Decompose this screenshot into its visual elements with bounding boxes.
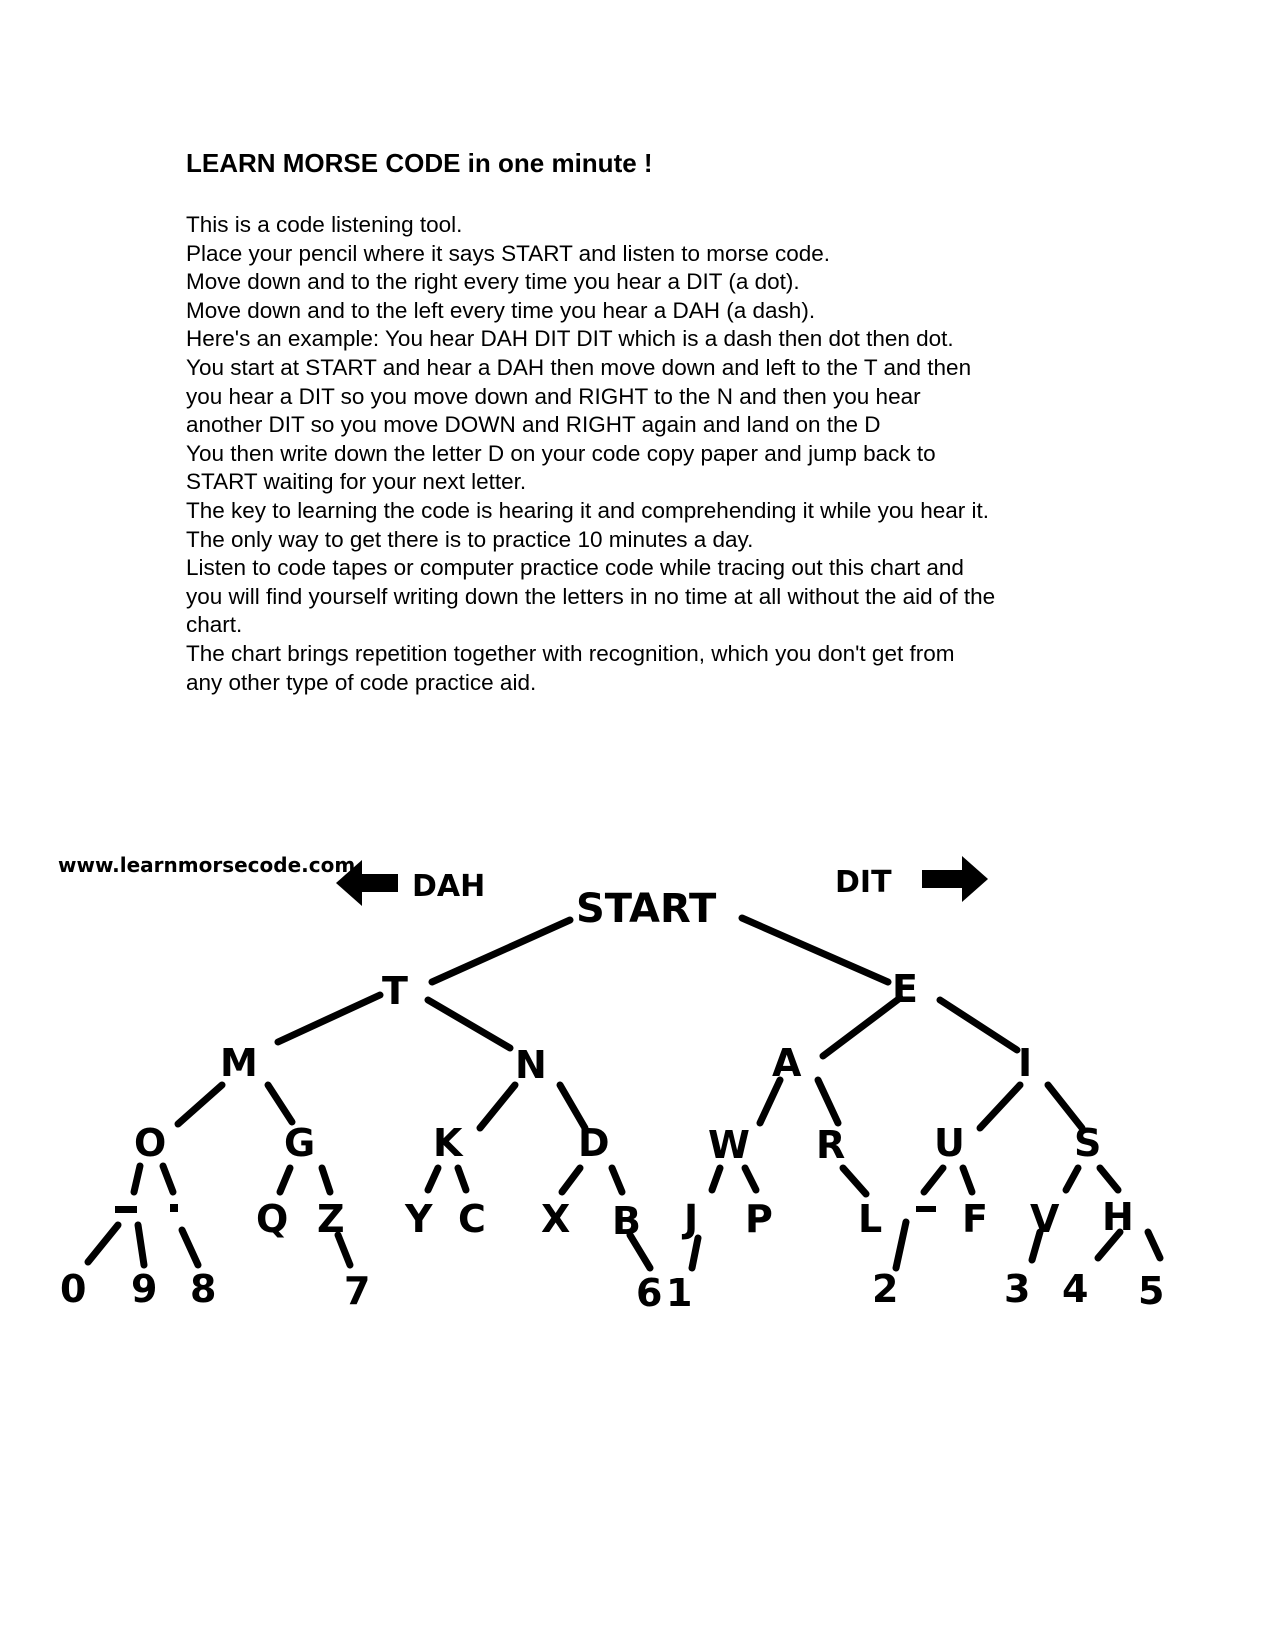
node-4: 4	[1062, 1267, 1088, 1311]
node-3: 3	[1004, 1267, 1030, 1311]
node-x: X	[541, 1197, 570, 1241]
text-line: chart.	[186, 612, 243, 638]
text-line: Here's an example: You hear DAH DIT DIT …	[186, 326, 954, 352]
node-h: H	[1102, 1195, 1134, 1239]
text-line: any other type of code practice aid.	[186, 669, 537, 695]
text-line: The only way to get there is to practice…	[186, 526, 754, 552]
node-0: 0	[60, 1267, 86, 1311]
text-line: Place your pencil where it says START an…	[186, 240, 831, 266]
node-b: B	[612, 1199, 641, 1243]
text-line: another DIT so you move DOWN and RIGHT a…	[186, 412, 881, 438]
website-label: www.learnmorsecode.com	[58, 853, 355, 877]
node-r: R	[816, 1123, 845, 1167]
morse-code-tree: www.learnmorsecode.com DAH DIT	[58, 853, 1164, 1315]
node-p: P	[745, 1197, 773, 1241]
blank-node-markers	[115, 1204, 936, 1213]
node-i: I	[1018, 1041, 1032, 1085]
text-line: you will find yourself writing down the …	[186, 583, 996, 609]
node-f: F	[962, 1197, 988, 1241]
node-5: 5	[1138, 1269, 1164, 1313]
dah-label: DAH	[412, 869, 485, 904]
node-z: Z	[317, 1197, 345, 1241]
node-y: Y	[404, 1197, 433, 1241]
node-o: O	[134, 1121, 166, 1165]
node-s: S	[1074, 1121, 1101, 1165]
text-line: You start at START and hear a DAH then m…	[186, 354, 972, 380]
node-j: J	[681, 1197, 698, 1241]
node-1: 1	[666, 1271, 692, 1315]
text-line: START waiting for your next letter.	[186, 469, 527, 495]
tree-edges	[84, 914, 1164, 1272]
node-t: T	[382, 969, 408, 1013]
node-d: D	[578, 1121, 610, 1165]
text-line: You then write down the letter D on your…	[186, 440, 936, 466]
page-title: LEARN MORSE CODE in one minute !	[186, 148, 653, 178]
dit-label: DIT	[835, 865, 892, 900]
node-k: K	[433, 1121, 464, 1165]
arrow-left-icon	[336, 860, 398, 906]
text-line: Move down and to the right every time yo…	[186, 269, 800, 295]
node-w: W	[708, 1123, 750, 1167]
node-8: 8	[190, 1267, 216, 1311]
text-line: This is a code listening tool.	[186, 212, 463, 237]
node-e: E	[892, 967, 918, 1011]
text-line: The key to learning the code is hearing …	[186, 497, 989, 523]
node-m: M	[220, 1041, 258, 1085]
node-l: L	[858, 1197, 882, 1241]
node-c: C	[458, 1197, 486, 1241]
instructions-text: This is a code listening tool. Place you…	[186, 211, 1186, 697]
node-q: Q	[256, 1197, 288, 1241]
node-2: 2	[872, 1267, 898, 1311]
text-line: Move down and to the left every time you…	[186, 297, 816, 323]
text-line: Listen to code tapes or computer practic…	[186, 555, 964, 581]
node-a: A	[772, 1041, 802, 1085]
node-6: 6	[636, 1271, 662, 1315]
arrow-right-icon	[922, 856, 988, 902]
node-u: U	[934, 1121, 965, 1165]
node-9: 9	[131, 1267, 157, 1311]
node-g: G	[284, 1121, 315, 1165]
node-v: V	[1030, 1197, 1060, 1241]
text-line: you hear a DIT so you move down and RIGH…	[186, 383, 921, 409]
node-7: 7	[344, 1269, 370, 1313]
node-start: START	[576, 886, 717, 932]
text-line: The chart brings repetition together wit…	[186, 640, 955, 666]
node-n: N	[515, 1043, 547, 1087]
